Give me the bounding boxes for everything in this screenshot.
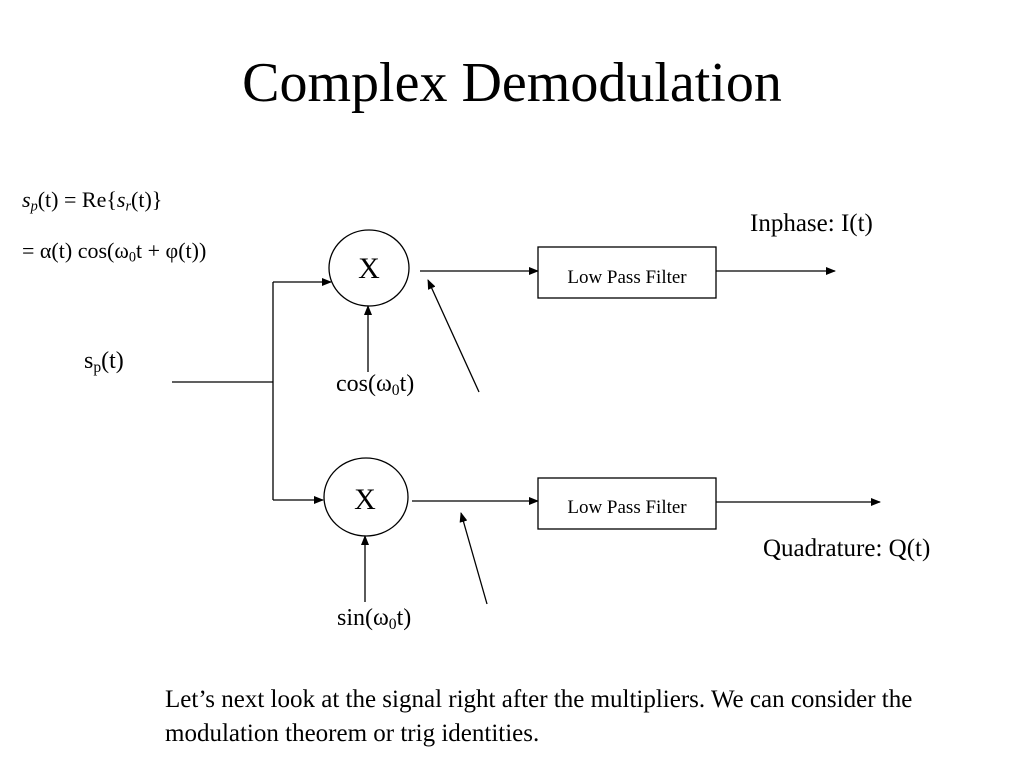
bottom-multiplier-symbol: X xyxy=(354,483,376,516)
bottom-filter-box xyxy=(537,477,717,530)
top-carrier-label: cos(ω0t) xyxy=(336,371,415,399)
top-pointer-arrow xyxy=(427,279,480,393)
slide-title: Complex Demodulation xyxy=(242,52,782,114)
bottom-carrier-label: sin(ω0t) xyxy=(337,605,412,633)
quadrature-output-label: Quadrature: Q(t) xyxy=(763,535,931,562)
inphase-output-label: Inphase: I(t) xyxy=(750,210,873,237)
input-signal-label: sp(t) xyxy=(84,348,124,376)
bottom-filter-label: Low Pass Filter xyxy=(567,497,687,518)
top-filter-label: Low Pass Filter xyxy=(567,267,687,288)
top-filter-box xyxy=(537,246,717,299)
equation-line-1: sp(t) = Re{sr(t)} xyxy=(22,187,163,215)
equation-line-2: = α(t) cos(ω0t + φ(t)) xyxy=(22,238,207,266)
bottom-pointer-arrow xyxy=(459,512,488,605)
slide-caption: Let’s next look at the signal right afte… xyxy=(165,686,913,747)
top-multiplier-symbol: X xyxy=(358,252,380,285)
